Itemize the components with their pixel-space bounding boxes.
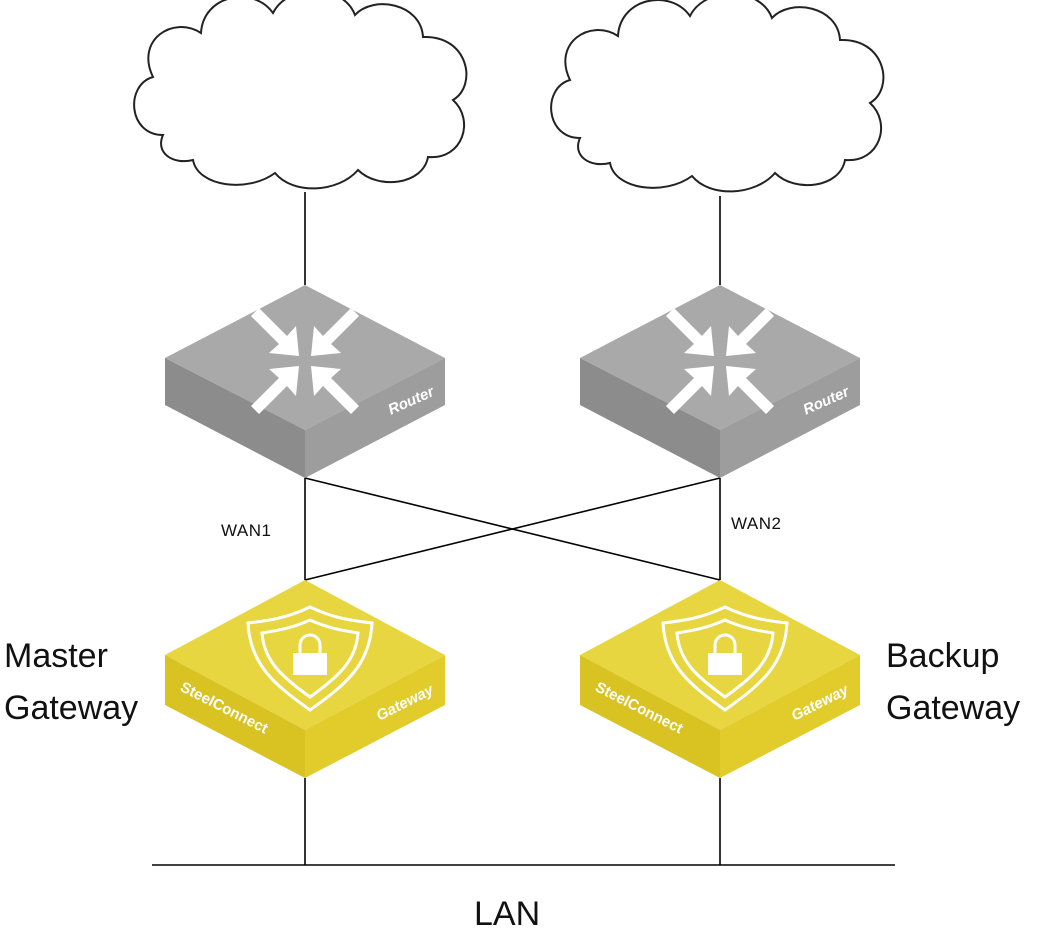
lan-label: LAN [474,895,541,933]
backup-gateway-label: Backup Gateway [886,630,1020,734]
wan1-label: WAN1 [221,521,272,540]
gateway-right: SteelConnect Gateway [580,580,860,778]
shield-lock-icon [661,605,789,712]
router-left: Router [165,285,445,478]
backup-label-line2: Gateway [886,689,1021,727]
master-label-line2: Gateway [4,689,139,727]
gateway-left: SteelConnect Gateway [165,580,445,778]
router-right: Router [580,285,860,478]
master-label-line1: Master [4,637,108,675]
cloud-left [133,0,468,190]
connections [152,192,895,866]
backup-label-line1: Backup [886,637,1000,675]
shield-lock-icon [246,605,374,712]
link-cross-router2-gw1 [304,477,721,581]
wan2-label: WAN2 [731,514,782,533]
cloud-right [550,0,885,193]
master-gateway-label: Master Gateway [4,630,138,734]
